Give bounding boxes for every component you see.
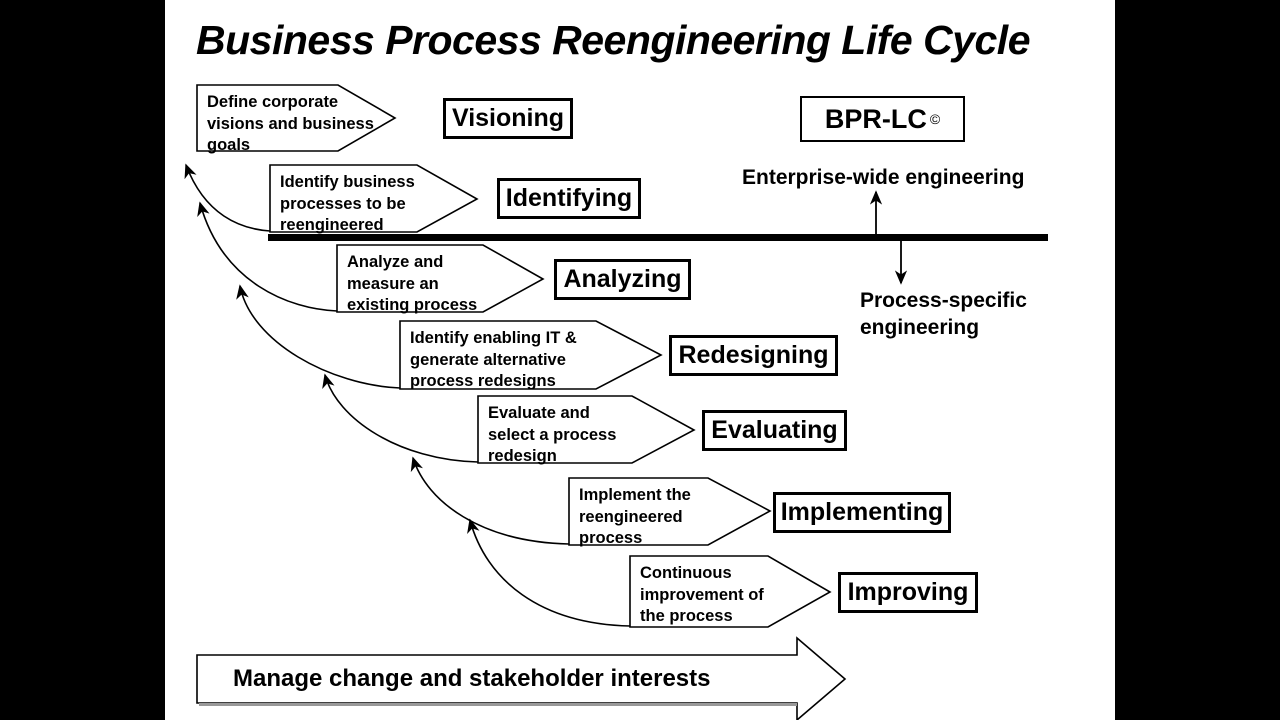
stage-box-analyzing[interactable]: Analyzing — [554, 259, 691, 300]
phase-description-text: Define corporate visions and business go… — [207, 93, 374, 154]
phase-description-text: Analyze and measure an existing process — [347, 253, 478, 314]
bpr-lc-label: BPR-LC — [824, 103, 927, 134]
phase-description-text: Implement the reengineered process — [579, 486, 691, 547]
process-specific-engineering-label: Process-specific engineering — [860, 289, 1027, 339]
phase-description-analyzing: Analyze and measure an existing process — [337, 245, 547, 314]
phase-description-visioning: Define corporate visions and business go… — [197, 85, 397, 154]
phase-description-text: Evaluate and select a process redesign — [488, 404, 617, 465]
phase-description-improving: Continuous improvement of the process — [630, 556, 832, 627]
letterbox-right — [1115, 0, 1280, 720]
phase-description-redesigning: Identify enabling IT & generate alternat… — [400, 321, 664, 390]
phase-description-identifying: Identify business processes to be reengi… — [270, 165, 480, 234]
stage-box-identifying[interactable]: Identifying — [497, 178, 641, 219]
letterbox-left — [0, 0, 165, 720]
phase-description-implementing: Implement the reengineered process — [569, 478, 773, 547]
stage-box-evaluating[interactable]: Evaluating — [702, 410, 847, 451]
bpr-lc-badge: BPR-LC© — [800, 96, 965, 142]
banner-label: Manage change and stakeholder interests — [233, 665, 711, 692]
stage-box-improving[interactable]: Improving — [838, 572, 978, 613]
stage-box-implementing[interactable]: Implementing — [773, 492, 951, 533]
phase-description-text: Continuous improvement of the process — [640, 564, 764, 625]
phase-description-evaluating: Evaluate and select a process redesign — [478, 396, 696, 465]
phase-description-text: Identify business processes to be reengi… — [280, 173, 415, 234]
copyright-icon: © — [929, 111, 941, 127]
stage-box-redesigning[interactable]: Redesigning — [669, 335, 838, 376]
enterprise-wide-engineering-label: Enterprise-wide engineering — [742, 166, 1025, 189]
phase-description-text: Identify enabling IT & generate alternat… — [410, 329, 577, 390]
page-title: Business Process Reengineering Life Cycl… — [196, 17, 1031, 63]
stage-box-visioning[interactable]: Visioning — [443, 98, 573, 139]
